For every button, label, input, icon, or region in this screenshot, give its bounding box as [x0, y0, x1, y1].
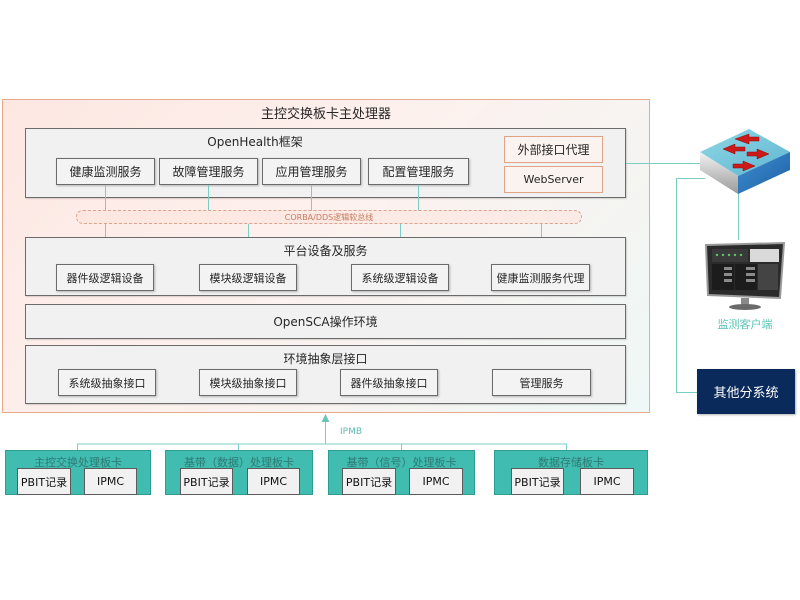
opensca-panel: OpenSCA操作环境 — [25, 304, 626, 339]
pbit-record[interactable]: PBIT记录 — [511, 468, 564, 495]
ipmc[interactable]: IPMC — [247, 468, 300, 495]
ipmc[interactable]: IPMC — [409, 468, 463, 495]
health-monitor-service-proxy[interactable]: 健康监测服务代理 — [491, 264, 590, 291]
network-switch-icon[interactable] — [697, 124, 792, 196]
other-systems-box[interactable]: 其他分系统 — [697, 369, 795, 414]
ipmc[interactable]: IPMC — [84, 468, 137, 495]
bus-label: CORBA/DDS逻辑软总线 — [284, 212, 374, 222]
corba-dds-bus: CORBA/DDS逻辑软总线 — [76, 210, 582, 224]
management-service[interactable]: 管理服务 — [492, 369, 591, 396]
module-logic-device[interactable]: 模块级逻辑设备 — [199, 264, 297, 291]
ipmc[interactable]: IPMC — [580, 468, 634, 495]
platform-title: 平台设备及服务 — [283, 244, 368, 258]
module-abstract-interface[interactable]: 模块级抽象接口 — [199, 369, 297, 396]
fault-management-service[interactable]: 故障管理服务 — [159, 158, 258, 185]
board-title: 基带（信号）处理板卡 — [346, 456, 457, 469]
component-logic-device[interactable]: 器件级逻辑设备 — [56, 264, 154, 291]
connector-line — [105, 185, 106, 211]
configuration-management-service[interactable]: 配置管理服务 — [368, 158, 469, 185]
connector-line — [311, 185, 312, 211]
main-processor-title: 主控交换板卡主处理器 — [260, 107, 391, 122]
pbit-record[interactable]: PBIT记录 — [17, 468, 71, 495]
component-abstract-interface[interactable]: 器件级抽象接口 — [340, 369, 438, 396]
ipmb-label: IPMB — [340, 427, 363, 437]
health-monitor-service[interactable]: 健康监测服务 — [56, 158, 155, 185]
ipmb-arrow-head-icon — [321, 414, 330, 422]
board-title: 主控交换处理板卡 — [34, 456, 122, 469]
monitor-client-label: 监测客户端 — [717, 318, 773, 331]
application-management-service[interactable]: 应用管理服务 — [262, 158, 361, 185]
pbit-record[interactable]: PBIT记录 — [180, 468, 233, 495]
openhealth-title: OpenHealth框架 — [207, 135, 303, 149]
system-abstract-interface[interactable]: 系统级抽象接口 — [58, 369, 156, 396]
board-title: 数据存储板卡 — [538, 456, 604, 469]
webserver-box[interactable]: WebServer — [504, 166, 603, 193]
board-title: 基带（数据）处理板卡 — [184, 456, 294, 469]
connector-line — [418, 185, 419, 211]
system-logic-device[interactable]: 系统级逻辑设备 — [351, 264, 449, 291]
external-interface-proxy[interactable]: 外部接口代理 — [504, 136, 603, 163]
hal-title: 环境抽象层接口 — [283, 352, 368, 366]
pbit-record[interactable]: PBIT记录 — [342, 468, 396, 495]
monitor-client-icon[interactable] — [700, 240, 790, 312]
opensca-title: OpenSCA操作环境 — [273, 315, 378, 329]
connector-line — [208, 185, 209, 211]
